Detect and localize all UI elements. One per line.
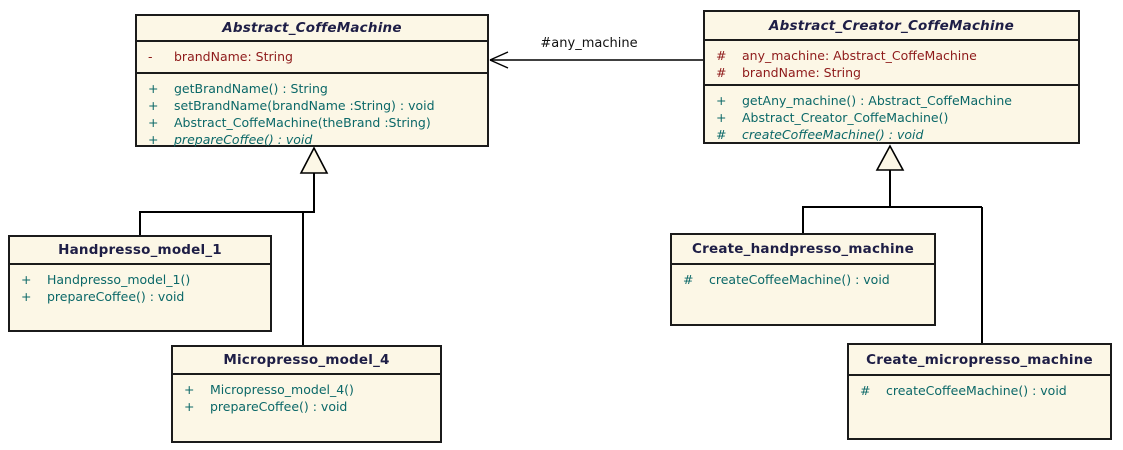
methods-compartment: + Micropresso_model_4() + prepareCoffee(…	[173, 375, 440, 441]
methods-compartment: # createCoffeeMachine() : void	[672, 265, 934, 324]
visibility-symbol: +	[148, 132, 159, 147]
attribute-text: any_machine: Abstract_CoffeMachine	[742, 48, 977, 63]
class-title: Create_micropresso_machine	[849, 345, 1110, 376]
method-row: + Abstract_Creator_CoffeMachine()	[705, 109, 1078, 126]
method-text: prepareCoffee() : void	[174, 132, 313, 147]
visibility-symbol: +	[184, 382, 195, 397]
class-handpresso-model-1[interactable]: Handpresso_model_1 + Handpresso_model_1(…	[8, 235, 272, 332]
attributes-compartment: # any_machine: Abstract_CoffeMachine # b…	[705, 41, 1078, 86]
method-text: Micropresso_model_4()	[210, 382, 354, 397]
methods-compartment: + Handpresso_model_1() + prepareCoffee()…	[10, 265, 270, 330]
method-text: getBrandName() : String	[174, 81, 328, 96]
method-row-abstract: # createCoffeeMachine() : void	[705, 126, 1078, 143]
visibility-symbol: +	[148, 115, 159, 130]
attribute-text: brandName: String	[174, 49, 293, 64]
visibility-symbol: #	[860, 383, 871, 398]
methods-compartment: + getBrandName() : String + setBrandName…	[137, 74, 487, 148]
generalization-connector-right[interactable]	[802, 170, 983, 343]
method-row: + getBrandName() : String	[137, 80, 487, 97]
generalization-triangle-left	[299, 146, 329, 174]
method-text: createCoffeeMachine() : void	[886, 383, 1067, 398]
class-create-handpresso-machine[interactable]: Create_handpresso_machine # createCoffee…	[670, 233, 936, 326]
generalization-connector-left[interactable]	[139, 173, 315, 345]
visibility-symbol: +	[716, 93, 727, 108]
class-title: Micropresso_model_4	[173, 347, 440, 375]
method-text: createCoffeeMachine() : void	[742, 127, 924, 142]
method-text: prepareCoffee() : void	[47, 289, 185, 304]
method-text: createCoffeeMachine() : void	[709, 272, 890, 287]
attributes-compartment: - brandName: String	[137, 42, 487, 74]
method-row: + Handpresso_model_1()	[10, 271, 270, 288]
method-row: # createCoffeeMachine() : void	[672, 271, 934, 288]
method-text: prepareCoffee() : void	[210, 399, 348, 414]
visibility-symbol: -	[148, 49, 153, 64]
method-row: + Abstract_CoffeMachine(theBrand :String…	[137, 114, 487, 131]
visibility-symbol: #	[716, 127, 727, 142]
method-row: + getAny_machine() : Abstract_CoffeMachi…	[705, 92, 1078, 109]
class-title: Abstract_Creator_CoffeMachine	[705, 12, 1078, 41]
attribute-row: # brandName: String	[705, 64, 1078, 81]
class-abstract-creator-coffemachine[interactable]: Abstract_Creator_CoffeMachine # any_mach…	[703, 10, 1080, 144]
method-row: + prepareCoffee() : void	[173, 398, 440, 415]
class-create-micropresso-machine[interactable]: Create_micropresso_machine # createCoffe…	[847, 343, 1112, 440]
visibility-symbol: +	[184, 399, 195, 414]
visibility-symbol: #	[716, 48, 727, 63]
visibility-symbol: +	[148, 81, 159, 96]
method-text: Abstract_CoffeMachine(theBrand :String)	[174, 115, 431, 130]
method-row: + setBrandName(brandName :String) : void	[137, 97, 487, 114]
method-row-abstract: + prepareCoffee() : void	[137, 131, 487, 148]
method-row: # createCoffeeMachine() : void	[849, 382, 1110, 399]
attribute-row: # any_machine: Abstract_CoffeMachine	[705, 47, 1078, 64]
association-label: #any_machine	[540, 36, 638, 51]
method-text: getAny_machine() : Abstract_CoffeMachine	[742, 93, 1013, 108]
class-abstract-coffemachine[interactable]: Abstract_CoffeMachine - brandName: Strin…	[135, 14, 489, 147]
attribute-row: - brandName: String	[137, 48, 487, 65]
generalization-triangle-right	[875, 144, 905, 171]
class-title: Create_handpresso_machine	[672, 235, 934, 265]
class-micropresso-model-4[interactable]: Micropresso_model_4 + Micropresso_model_…	[171, 345, 442, 443]
class-title: Abstract_CoffeMachine	[137, 16, 487, 42]
visibility-symbol: #	[716, 65, 727, 80]
methods-compartment: # createCoffeeMachine() : void	[849, 376, 1110, 438]
visibility-symbol: +	[716, 110, 727, 125]
visibility-symbol: +	[21, 272, 32, 287]
visibility-symbol: +	[21, 289, 32, 304]
method-text: Handpresso_model_1()	[47, 272, 191, 287]
visibility-symbol: +	[148, 98, 159, 113]
method-text: setBrandName(brandName :String) : void	[174, 98, 435, 113]
class-title: Handpresso_model_1	[10, 237, 270, 265]
method-row: + prepareCoffee() : void	[10, 288, 270, 305]
method-row: + Micropresso_model_4()	[173, 381, 440, 398]
association-any-machine-connector[interactable]	[489, 51, 703, 69]
visibility-symbol: #	[683, 272, 694, 287]
method-text: Abstract_Creator_CoffeMachine()	[742, 110, 949, 125]
attribute-text: brandName: String	[742, 65, 861, 80]
methods-compartment: + getAny_machine() : Abstract_CoffeMachi…	[705, 86, 1078, 143]
